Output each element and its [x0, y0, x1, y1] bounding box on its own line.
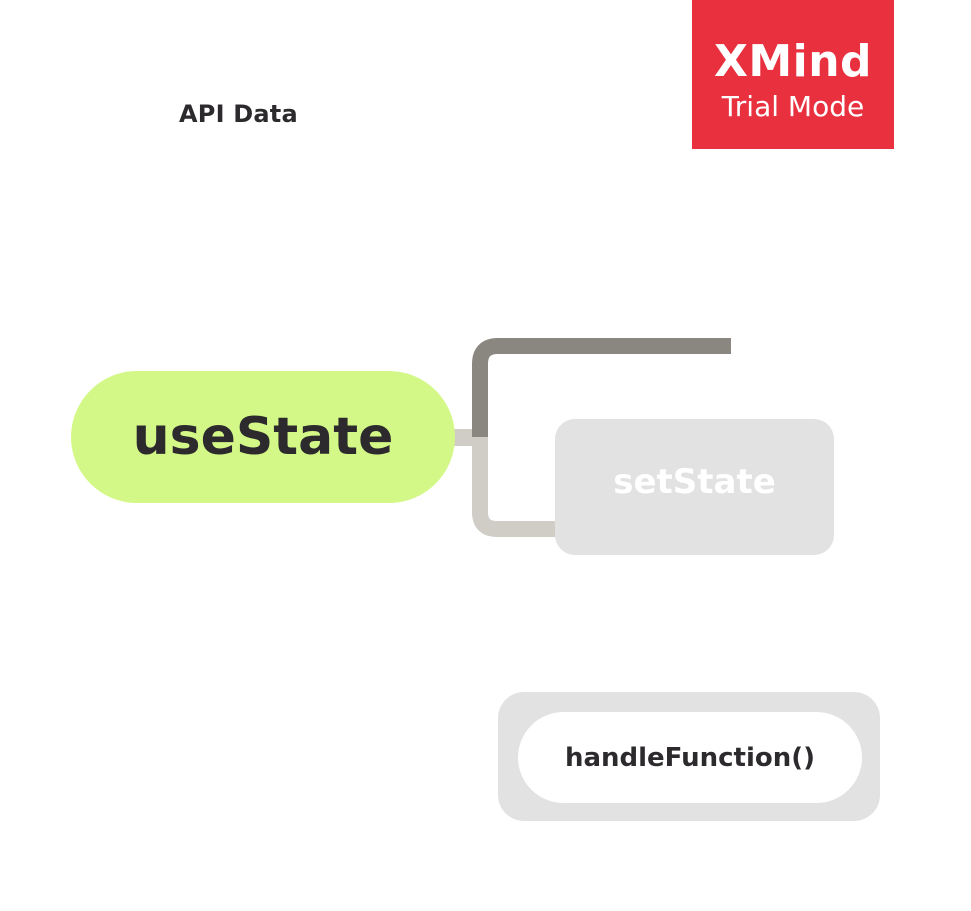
topic-setstate-label: setState	[613, 462, 776, 502]
topic-handle-function[interactable]: handleFunction()	[518, 712, 862, 803]
watermark-brand: XMind	[713, 36, 873, 87]
central-topic-label: useState	[132, 407, 394, 467]
upper-branch-connector	[472, 338, 731, 437]
trial-watermark: XMind Trial Mode	[692, 0, 894, 149]
topic-handle-function-label: handleFunction()	[564, 742, 816, 773]
lower-branch-connector	[472, 437, 810, 537]
central-stub-connector	[454, 429, 476, 446]
upper-branch-tip	[554, 342, 731, 349]
topic-setstate[interactable]: setState	[555, 419, 834, 555]
watermark-mode: Trial Mode	[721, 90, 865, 123]
floating-topic-label[interactable]: API Data	[179, 100, 298, 128]
central-topic[interactable]: useState	[71, 371, 455, 503]
